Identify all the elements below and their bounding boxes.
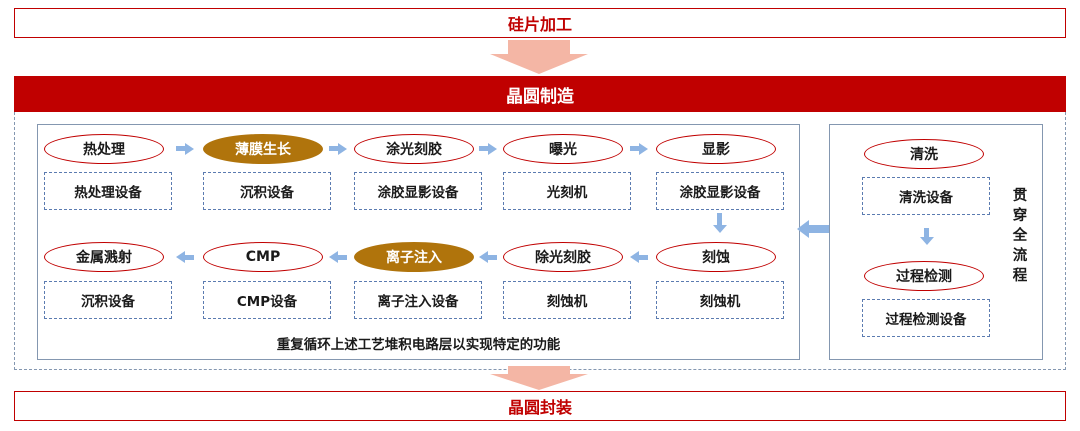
throughout-process-box — [829, 124, 1043, 360]
arrow-left-icon — [479, 251, 488, 263]
throughout-process-note: 贯穿全流程 — [1012, 188, 1028, 284]
equipment-coater-developer-2: 涂胶显影设备 — [656, 172, 784, 210]
step-photoresist-removal: 除光刻胶 — [503, 242, 623, 272]
arrow-right-icon — [185, 142, 194, 155]
arrow-down-icon — [920, 237, 934, 245]
step-development: 显影 — [656, 134, 776, 164]
stage-wafer-manufacturing: 晶圆制造 — [14, 76, 1066, 112]
equipment-heat-treatment: 热处理设备 — [44, 172, 172, 210]
stage-label: 硅片加工 — [507, 15, 572, 34]
step-cleaning: 清洗 — [864, 139, 984, 169]
equipment-deposition-2: 沉积设备 — [44, 281, 172, 319]
step-etching: 刻蚀 — [656, 242, 776, 272]
arrow-left-icon — [329, 251, 338, 263]
arrow-left-icon — [797, 220, 829, 238]
equipment-etcher: 刻蚀机 — [503, 281, 631, 319]
arrow-right-icon — [488, 142, 497, 155]
process-loop-box — [37, 124, 800, 360]
arrow-left-icon — [630, 251, 639, 263]
step-metal-sputtering: 金属溅射 — [44, 242, 164, 272]
step-heat-treatment: 热处理 — [44, 134, 164, 164]
equipment-cmp: CMP设备 — [203, 281, 331, 319]
stage-wafer-packaging: 晶圆封装 — [14, 391, 1066, 421]
stage-label: 晶圆制造 — [506, 86, 574, 107]
step-photoresist-coating: 涂光刻胶 — [354, 134, 474, 164]
equipment-cleaning: 清洗设备 — [862, 177, 990, 215]
step-thin-film-growth: 薄膜生长 — [203, 134, 323, 164]
equipment-lithography: 光刻机 — [503, 172, 631, 210]
loop-caption: 重复循环上述工艺堆积电路层以实现特定的功能 — [276, 337, 561, 353]
arrow-right-icon — [338, 142, 347, 155]
equipment-process-inspection: 过程检测设备 — [862, 299, 990, 337]
flow-down-arrow-icon — [490, 366, 588, 390]
equipment-deposition: 沉积设备 — [203, 172, 331, 210]
equipment-etcher-2: 刻蚀机 — [656, 281, 784, 319]
stage-silicon-wafer-processing: 硅片加工 — [14, 8, 1066, 38]
step-process-inspection: 过程检测 — [864, 261, 984, 291]
equipment-coater-developer: 涂胶显影设备 — [354, 172, 482, 210]
flow-down-arrow-icon — [490, 40, 588, 74]
stage-label: 晶圆封装 — [507, 398, 572, 417]
equipment-ion-implanter: 离子注入设备 — [354, 281, 482, 319]
step-ion-implantation: 离子注入 — [354, 242, 474, 272]
step-exposure: 曝光 — [503, 134, 623, 164]
arrow-left-icon — [176, 251, 185, 263]
arrow-right-icon — [639, 142, 648, 155]
arrow-down-icon — [713, 225, 727, 233]
step-cmp: CMP — [203, 242, 323, 272]
